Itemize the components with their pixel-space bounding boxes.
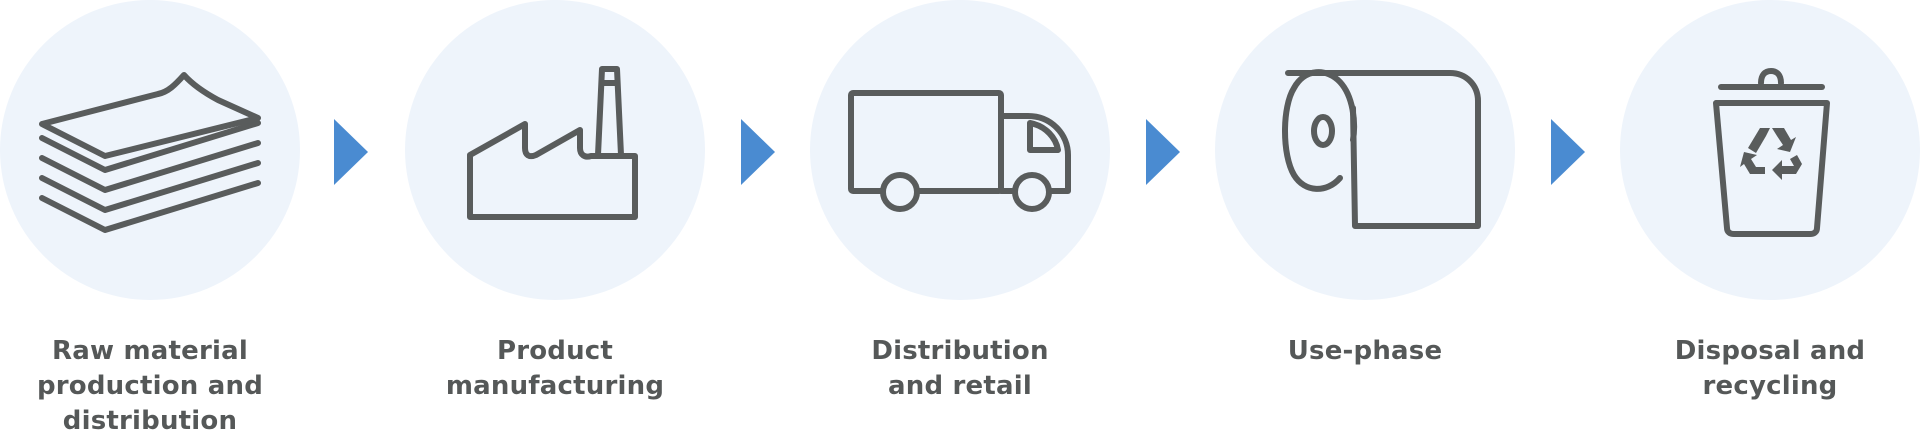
recycle-icon	[1740, 128, 1802, 180]
chevron-right-icon	[334, 119, 368, 185]
step-circle	[1215, 0, 1515, 300]
step-label: Use-phase	[1287, 336, 1443, 366]
step-raw-material: Raw material production and distribution	[0, 0, 300, 439]
step-label: Disposal and recycling	[1674, 336, 1866, 401]
step-label: Product manufacturing	[445, 336, 665, 401]
step-circle	[0, 0, 300, 300]
step-label: Distribution and retail	[871, 336, 1049, 401]
step-circle	[405, 0, 705, 300]
delivery-truck-icon	[848, 90, 1071, 212]
factory-icon	[467, 66, 638, 220]
recycling-bin-icon	[1713, 68, 1830, 237]
step-circle	[810, 0, 1110, 300]
chevron-right-icon	[1551, 119, 1585, 185]
step-distribution: Distribution and retail	[810, 0, 1110, 404]
step-use-phase: Use-phase	[1215, 0, 1515, 369]
step-label: Raw material production and distribution	[36, 336, 264, 436]
chevron-right-icon	[741, 119, 775, 185]
paper-roll-icon	[1282, 69, 1481, 229]
chevron-right-icon	[1146, 119, 1180, 185]
step-circle	[1620, 0, 1920, 300]
paper-stack-icon	[39, 72, 261, 233]
step-manufacturing: Product manufacturing	[405, 0, 705, 404]
step-disposal: Disposal and recycling	[1620, 0, 1920, 404]
